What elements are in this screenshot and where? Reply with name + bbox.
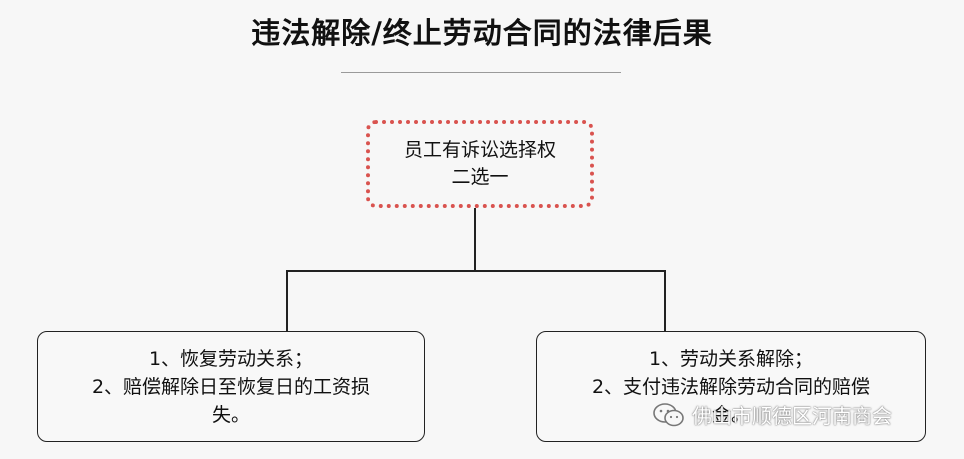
child-left-line1: 1、恢复劳动关系； <box>148 347 314 370</box>
child-node-terminate: 1、劳动关系解除； 2、支付违法解除劳动合同的赔偿 金。 <box>536 331 926 442</box>
child-left-line2: 2、赔偿解除日至恢复日的工资损 <box>91 375 371 398</box>
root-node-line1: 员工有诉讼选择权 <box>403 139 556 161</box>
watermark: 佛山市顺德区河南商会 <box>652 400 892 429</box>
child-right-line3: 金。 <box>711 403 750 426</box>
child-left-line3: 失。 <box>211 403 250 426</box>
connector-right-down <box>664 270 666 331</box>
connector-root-down <box>474 208 476 271</box>
connector-left-down <box>286 270 288 331</box>
child-right-line2: 2、支付违法解除劳动合同的赔偿 <box>591 375 871 398</box>
root-node: 员工有诉讼选择权 二选一 <box>366 120 594 208</box>
child-node-reinstate: 1、恢复劳动关系； 2、赔偿解除日至恢复日的工资损 失。 <box>37 331 425 442</box>
diagram-title: 违法解除/终止劳动合同的法律后果 <box>251 16 713 50</box>
watermark-text: 佛山市顺德区河南商会 <box>692 404 892 428</box>
root-node-line2: 二选一 <box>451 166 509 188</box>
title-divider <box>341 72 621 73</box>
wechat-icon <box>653 402 684 426</box>
child-right-line1: 1、劳动关系解除； <box>648 347 814 370</box>
connector-horizontal <box>286 270 665 272</box>
